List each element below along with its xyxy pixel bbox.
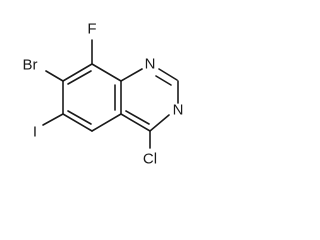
bond-c8-c8a [91, 63, 122, 82]
atom-label-nitrogen-1: N [145, 56, 156, 73]
bond-c4-c4a-double [125, 110, 150, 125]
bond-n1-c2-double [155, 75, 172, 86]
bond-c7-c8-double [67, 70, 92, 85]
atom-label-nitrogen-3: N [173, 102, 184, 119]
bond-c4a-c5 [91, 113, 122, 132]
bond-n1-c2 [158, 68, 178, 81]
bond-c7-br [45, 70, 64, 82]
bond-c4-c4a [120, 113, 151, 132]
atom-label-bromine: Br [23, 57, 38, 74]
bond-c5-c6 [62, 113, 93, 132]
bond-c7-c8 [62, 63, 93, 82]
atom-label-fluorine: F [87, 21, 96, 38]
atom-label-iodine: I [33, 124, 37, 141]
bond-c8a-n1 [120, 68, 143, 82]
bond-c6-i [42, 113, 64, 126]
atom-label-chlorine: Cl [143, 151, 157, 168]
molecule-structure: F Br I Cl N N [23, 21, 184, 168]
pyrimidine-ring [120, 68, 179, 132]
bond-n3-c4 [149, 114, 170, 132]
benzene-ring [62, 63, 122, 132]
bond-c5-c6-double [67, 110, 92, 125]
